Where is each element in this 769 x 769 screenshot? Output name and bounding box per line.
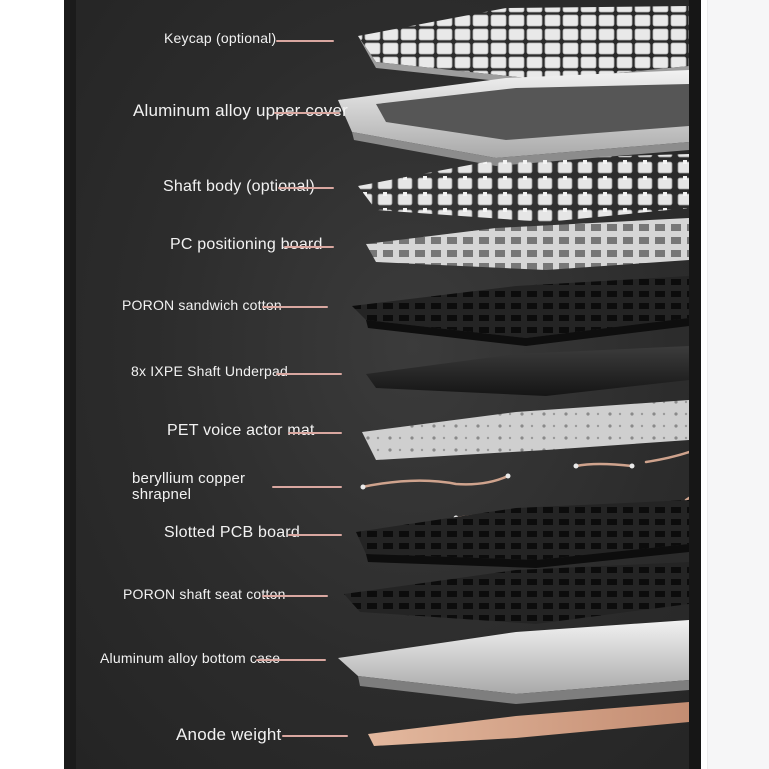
label-anode-weight: Anode weight [176, 726, 281, 744]
leader-line-shrapnel [272, 486, 342, 488]
label-keycap: Keycap (optional) [164, 31, 276, 46]
leader-line-keycap [276, 40, 334, 42]
leader-line-shaft-body [278, 187, 334, 189]
label-poron-shaft-seat-cotton: PORON shaft seat cotton [123, 587, 286, 602]
label-beryllium-copper-shrapnel: beryllium copper shrapnel [132, 471, 282, 503]
label-upper-cover: Aluminum alloy upper cover [133, 102, 348, 120]
label-slotted-pcb-board: Slotted PCB board [164, 525, 300, 542]
leader-line-ixpe [276, 373, 342, 375]
leader-line-poron-sandwich [262, 306, 328, 308]
leader-line-bottom-case [256, 659, 326, 661]
right-frame [689, 0, 701, 769]
label-poron-sandwich-cotton: PORON sandwich cotton [122, 298, 282, 313]
leader-line-pc-board [284, 246, 334, 248]
exploded-view-panel: Keycap (optional) Aluminum alloy upper c… [76, 0, 689, 769]
leader-line-anode-weight [282, 735, 348, 737]
label-ixpe-shaft-underpad: 8x IXPE Shaft Underpad [131, 364, 288, 379]
leader-line-poron-shaft-seat [262, 595, 328, 597]
left-frame [64, 0, 76, 769]
right-sidebar-area [707, 0, 769, 769]
leader-line-upper-cover [274, 112, 340, 114]
leader-line-pet-mat [288, 432, 342, 434]
leader-line-slotted-pcb [288, 534, 342, 536]
label-aluminum-bottom-case: Aluminum alloy bottom case [100, 651, 280, 666]
